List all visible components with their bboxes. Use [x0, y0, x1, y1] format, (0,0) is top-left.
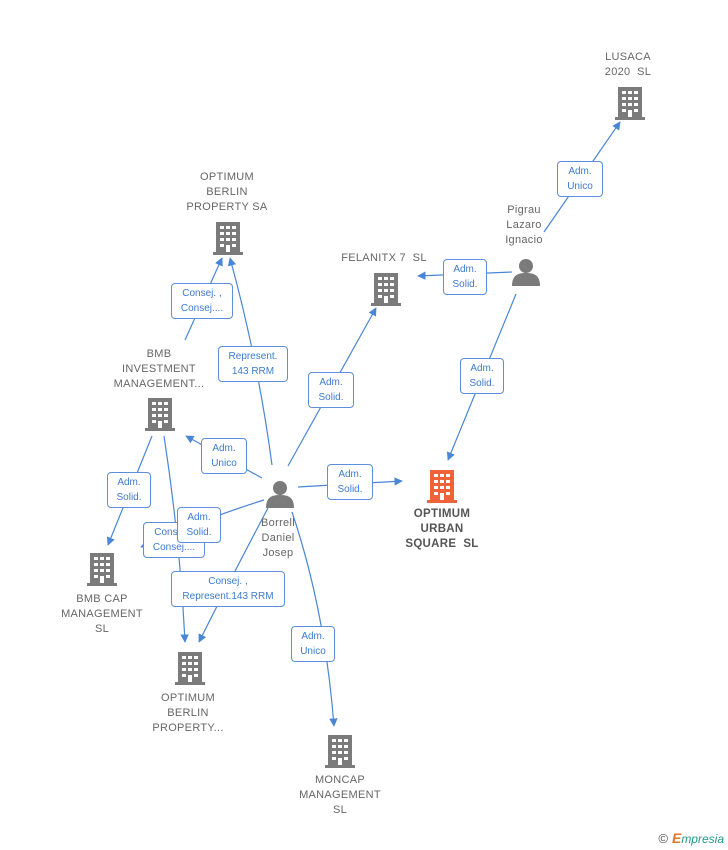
- building-icon[interactable]: [325, 735, 355, 768]
- node-label-bmb-investment[interactable]: BMB INVESTMENT MANAGEMENT...: [113, 348, 205, 390]
- person-icon[interactable]: [512, 259, 540, 286]
- edge-label-borrell-bmbcap-adm: Adm.Solid.: [177, 507, 221, 543]
- edge-label-bmbinv-bmbcap: Adm.Solid.: [107, 472, 151, 508]
- edge-label-borrell-bmbinv: Adm.Unico: [201, 438, 247, 474]
- node-label-pigrau[interactable]: Pigrau Lazaro Ignacio: [505, 204, 543, 246]
- node-label-felanitx[interactable]: FELANITX 7 SL: [341, 252, 427, 264]
- building-icon[interactable]: [427, 470, 457, 503]
- building-icon[interactable]: [87, 553, 117, 586]
- edge-borrell-moncap: [291, 511, 338, 727]
- brand-logo: ©Empresia: [658, 830, 724, 846]
- edge-label-pigrau-urban: Adm.Solid.: [460, 358, 504, 394]
- building-icon[interactable]: [145, 398, 175, 431]
- building-icon[interactable]: [615, 87, 645, 120]
- node-label-optimum-berlin-sa[interactable]: OPTIMUM BERLIN PROPERTY SA: [186, 171, 268, 213]
- copyright-icon: ©: [658, 831, 668, 846]
- edge-label-pigrau-lusaca: Adm.Unico: [557, 161, 603, 197]
- node-label-bmb-cap[interactable]: BMB CAP MANAGEMENT SL: [61, 593, 143, 635]
- edge-label-borrell-berlinsa: Represent.143 RRM: [218, 346, 288, 382]
- edge-label-borrell-urban: Adm.Solid.: [327, 464, 373, 500]
- building-icon[interactable]: [175, 652, 205, 685]
- person-icon[interactable]: [266, 481, 294, 508]
- building-icon[interactable]: [371, 273, 401, 306]
- node-label-optimum-berlin-property[interactable]: OPTIMUM BERLIN PROPERTY...: [152, 692, 224, 734]
- building-icon[interactable]: [213, 222, 243, 255]
- edge-label-borrell-felanitx: Adm.Solid.: [308, 372, 354, 408]
- node-label-lusaca[interactable]: LUSACA 2020 SL: [604, 51, 652, 78]
- node-label-optimum-urban[interactable]: OPTIMUM URBAN SQUARE SL: [405, 508, 479, 550]
- edge-label-bmbinv-berlinsa: Consej. ,Consej....: [171, 283, 233, 319]
- node-label-moncap[interactable]: MONCAP MANAGEMENT SL: [299, 774, 381, 816]
- edge-label-borrell-moncap: Adm.Unico: [291, 626, 335, 662]
- edge-label-pigrau-felanitx: Adm.Solid.: [443, 259, 487, 295]
- edge-label-borrell-berlinprop: Consej. ,Represent.143 RRM: [171, 571, 285, 607]
- node-label-borrell[interactable]: Borrell Daniel Josep: [261, 517, 295, 559]
